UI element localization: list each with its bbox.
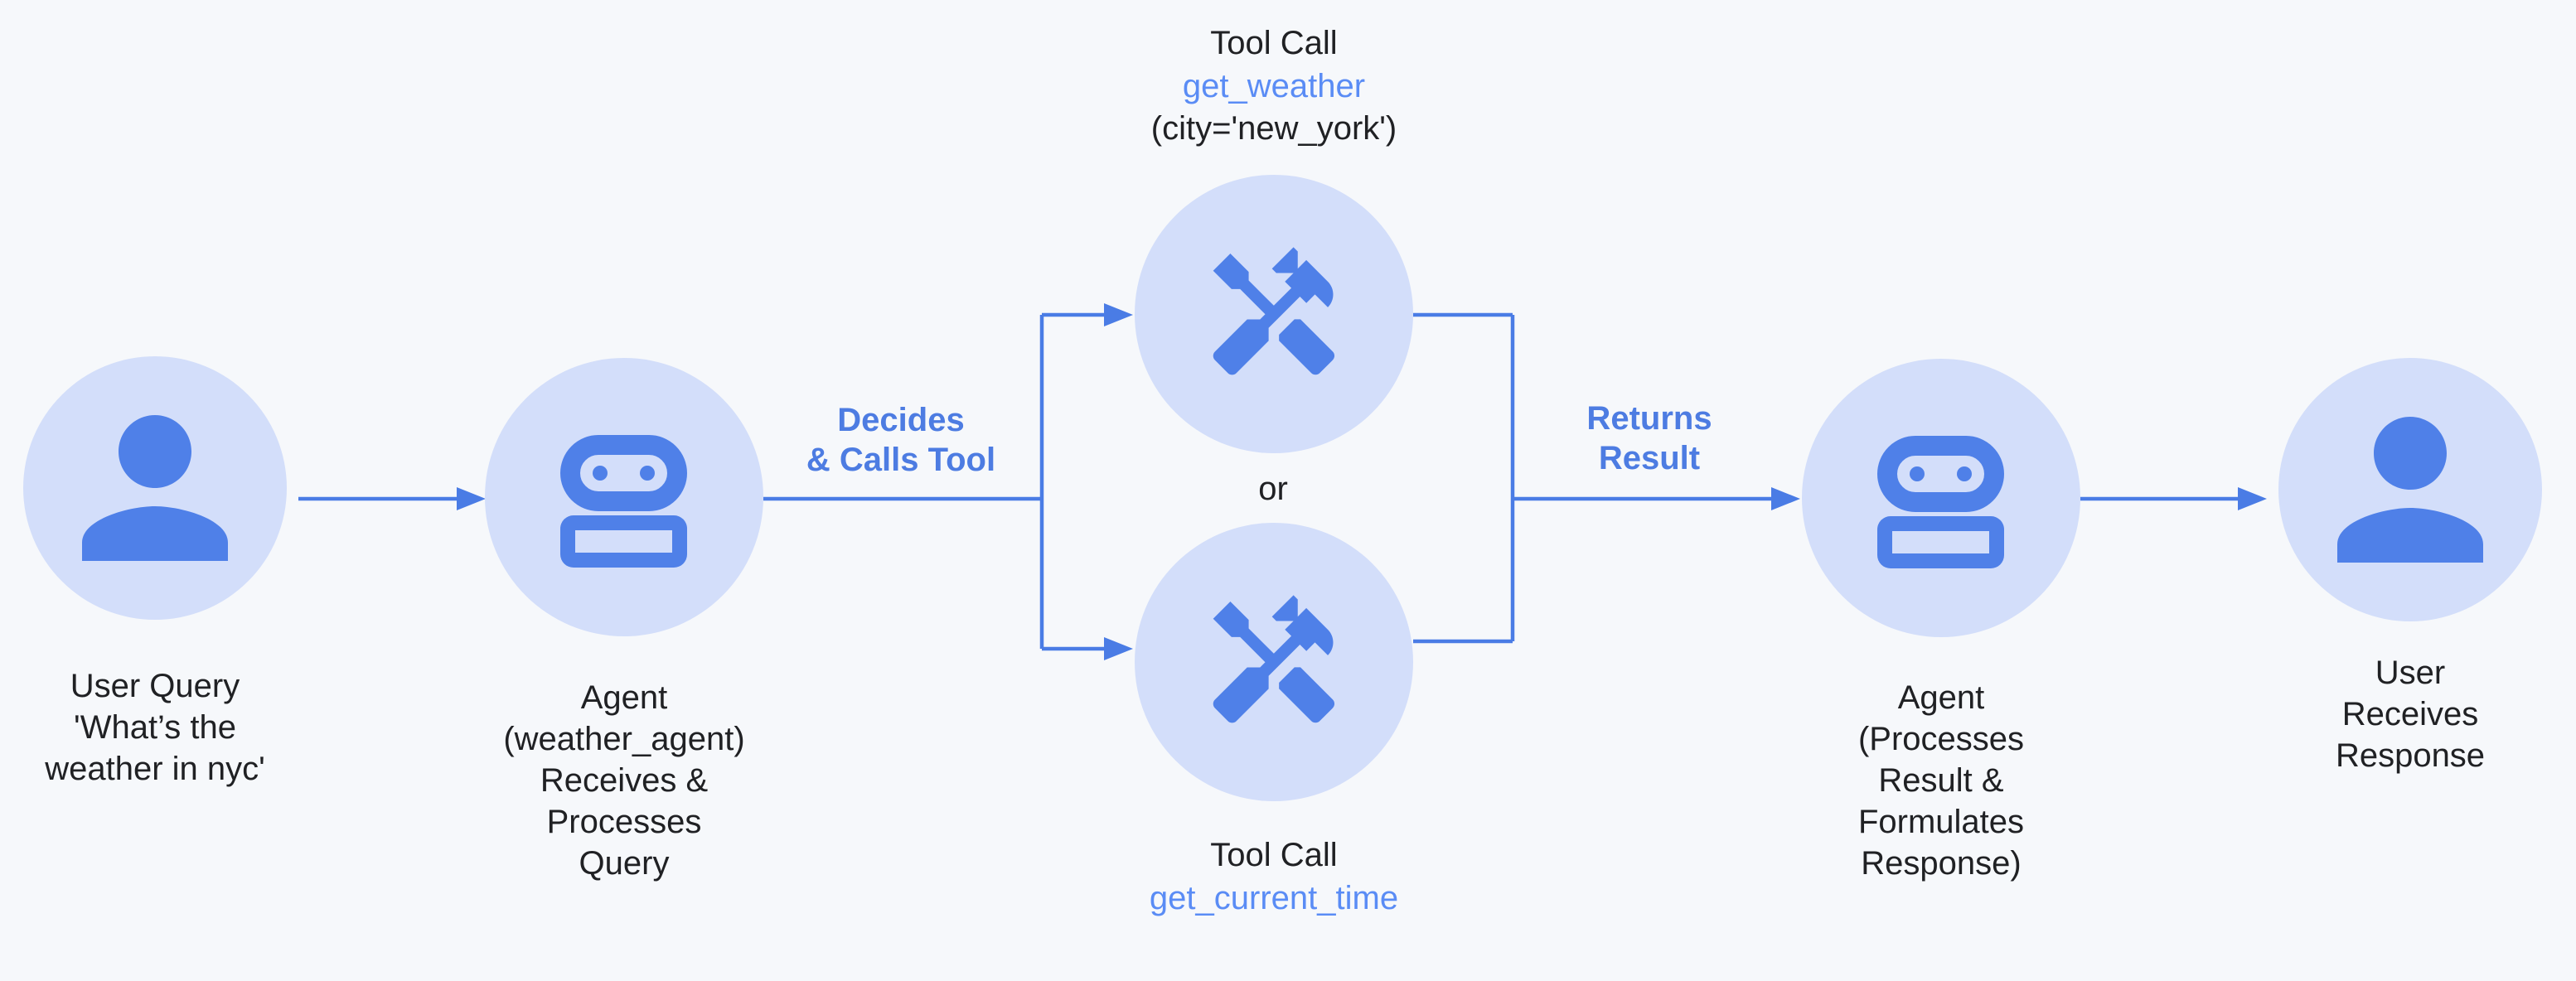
- tool-weather-args: (city='new_york'): [1150, 110, 1397, 147]
- robot-icon: [1877, 436, 2004, 568]
- or-label: or: [1258, 471, 1288, 507]
- robot-eye: [1910, 466, 1925, 481]
- handyman-icon: [1213, 247, 1335, 375]
- handyman-icon: [1213, 595, 1335, 723]
- merge-to-agent-lines: [1413, 312, 1771, 644]
- decides-calls-tool-label: Decides & Calls Tool: [806, 402, 996, 478]
- user-response-caption: User Receives Response: [2335, 655, 2486, 774]
- robot-eye: [640, 466, 655, 481]
- returns-result-label: Returns Result: [1586, 400, 1712, 476]
- arrowhead-icon: [2238, 487, 2267, 510]
- arrowhead-icon: [457, 487, 486, 510]
- arrowhead-icon: [1104, 637, 1133, 660]
- agent-receive-caption: Agent (weather_agent) Receives & Process…: [503, 679, 745, 882]
- tool-time-function: get_current_time: [1149, 880, 1399, 916]
- robot-eye: [593, 466, 608, 481]
- robot-eye: [1957, 466, 1972, 481]
- agent-to-branch-lines: [763, 312, 1104, 651]
- arrowhead-icon: [1771, 487, 1800, 510]
- person-icon: [82, 415, 228, 561]
- arrowhead-icon: [1104, 303, 1133, 326]
- tool-weather-title: Tool Call: [1210, 25, 1338, 61]
- person-icon: [2337, 417, 2483, 563]
- user-query-caption: User Query 'What’s the weather in nyc': [45, 668, 265, 787]
- agent-respond-caption: Agent (Processes Result & Formulates Res…: [1857, 679, 2025, 882]
- robot-icon: [560, 435, 687, 568]
- tool-time-title: Tool Call: [1210, 837, 1338, 873]
- tool-weather-function: get_weather: [1182, 68, 1366, 104]
